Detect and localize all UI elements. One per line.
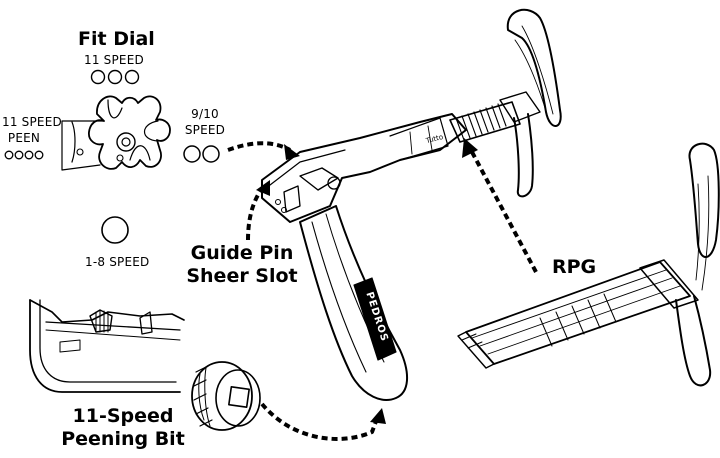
speed-910-circles — [183, 145, 220, 163]
fit-dial-title: Fit Dial — [78, 28, 155, 50]
speed-11-label: 11 SPEED — [84, 53, 144, 67]
peening-bit-callout: 11-Speed Peening Bit — [58, 405, 188, 450]
rpg-tool — [457, 142, 720, 387]
speed-910-line1: 9/10 — [191, 107, 219, 121]
peening-line1: 11-Speed — [72, 405, 174, 427]
peening-bit — [191, 361, 261, 431]
dotted-arrows — [227, 141, 538, 441]
fit-dial — [61, 95, 171, 171]
speed-18-circle — [101, 216, 129, 244]
guide-pin-line1: Guide Pin — [190, 242, 294, 264]
rpg-callout: RPG — [552, 256, 597, 278]
speed-910-line2: SPEED — [184, 122, 226, 137]
guide-pin-line2: Sheer Slot — [186, 264, 298, 287]
detail-inset — [29, 299, 185, 393]
speed-11-peen-line1: 11 SPEED — [2, 115, 62, 129]
chain-tool — [261, 9, 562, 401]
speed-11-circles — [90, 69, 140, 85]
guide-pin-callout: Guide Pin Sheer Slot — [180, 242, 304, 287]
arrow-heads — [256, 138, 478, 424]
speed-11-peen-circles — [4, 150, 44, 160]
speed-11-peen-label: 11 SPEED PEEN — [2, 115, 62, 145]
speed-910-label: 9/10 SPEED — [180, 108, 230, 136]
speed-18-label: 1-8 SPEED — [85, 255, 150, 269]
arrow-peening — [260, 402, 380, 441]
speed-11-peen-line2: PEEN — [7, 130, 41, 145]
arrow-910-to-tool — [227, 141, 291, 152]
peening-line2: Peening Bit — [61, 427, 185, 450]
arrow-rpg — [470, 151, 538, 273]
